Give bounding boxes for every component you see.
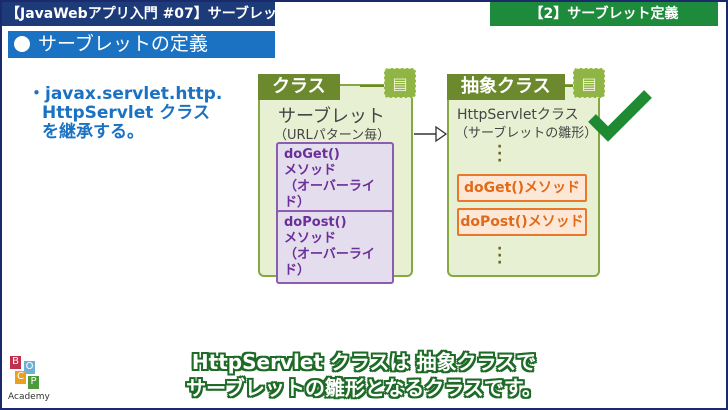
class-name: サーブレット: [278, 106, 385, 127]
method-doget: doGet()メソッド: [457, 174, 587, 202]
circle-bullet-icon: [14, 36, 30, 52]
section-title: サーブレットの定義: [38, 33, 208, 55]
method-dopost: doPost()メソッド: [457, 208, 587, 236]
abstract-box-header: 抽象クラス: [447, 74, 565, 100]
method-box-dopost: doPost()メソッド（オーバーライド）: [276, 210, 394, 284]
checkmark-icon: [588, 90, 652, 142]
abstract-class-box: 抽象クラス ▤ HttpServletクラス （サーブレットの雛形） ··· d…: [447, 68, 605, 277]
scroll-icon: ▤: [384, 68, 416, 98]
bocp-academy-logo: B O C P Academy: [8, 356, 50, 402]
scroll-icon: ▤: [573, 68, 605, 98]
class-sub: （URLパターン毎）: [274, 128, 391, 143]
header-line: [559, 85, 579, 87]
subtitle-line-2: サーブレットの雛形となるクラスです。: [186, 376, 542, 400]
section-tag: 【2】サーブレット定義: [490, 2, 718, 26]
slide-title-bar: 【JavaWebアプリ入門 #07】サーブレット: [2, 2, 291, 26]
bullet-line: HttpServlet クラス: [42, 103, 210, 123]
class-box: クラス ▤ サーブレット （URLパターン毎） doGet()メソッド（オーバー…: [258, 68, 416, 284]
bullet-line: ・javax.servlet.http.: [28, 84, 223, 104]
header-line: [360, 85, 390, 87]
abstract-class-name: HttpServletクラス: [457, 107, 579, 123]
section-heading: サーブレットの定義: [8, 31, 275, 58]
bullet-text: ・javax.servlet.http. HttpServlet クラス を継承…: [28, 85, 222, 142]
abstract-class-sub: （サーブレットの雛形）: [455, 126, 598, 141]
ellipsis-icon: ···: [497, 139, 503, 169]
inherit-arrow-icon: [414, 125, 448, 143]
ellipsis-icon: ···: [497, 241, 503, 271]
subtitle-line-1: HttpServlet クラスは 抽象クラスで: [191, 350, 537, 374]
bullet-line: を継承する。: [42, 122, 144, 142]
class-box-header: クラス: [258, 74, 340, 100]
method-box-doget: doGet()メソッド（オーバーライド）: [276, 142, 394, 216]
